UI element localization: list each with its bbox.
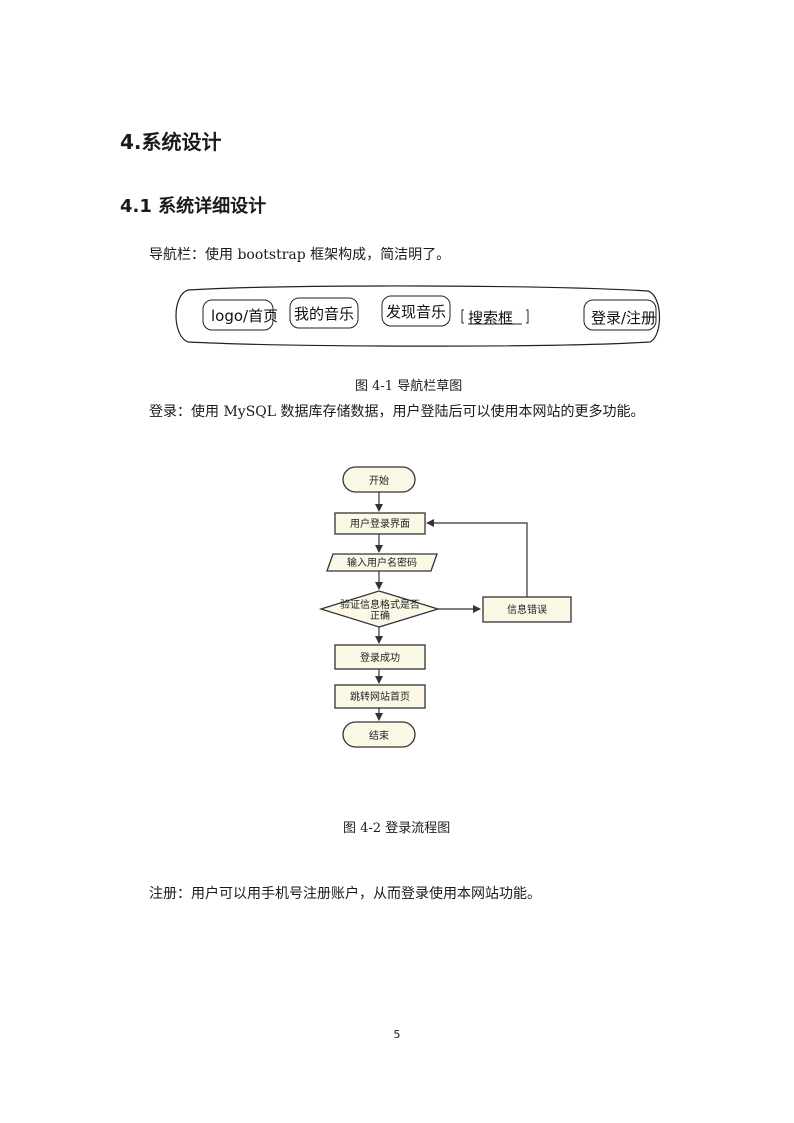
flow-start-label: 开始 <box>369 474 389 487</box>
page-number: 5 <box>393 1028 401 1041</box>
register-description: 注册：用户可以用手机号注册账户，从而登录使用本网站功能。 <box>149 886 541 902</box>
nav-logo-label: logo/首页 <box>211 307 279 325</box>
flow-error-node <box>482 596 572 623</box>
navbar-sketch: logo/首页 我的音乐 发现音乐 搜索框 登录/注册 <box>170 282 666 350</box>
navbar-sketch-outline <box>175 285 661 347</box>
nav-login-label: 登录/注册 <box>591 309 657 327</box>
flow-login-page-label: 用户登录界面 <box>350 517 410 530</box>
flow-input-node <box>326 553 438 572</box>
login-flowchart: 开始 用户登录界面 输入用户名密码 验证信息格式是否 正确 信息错误 登录成功 … <box>318 466 572 748</box>
figure-caption-2: 图 4-2 登录流程图 <box>343 821 451 836</box>
flow-error-label: 信息错误 <box>507 603 547 616</box>
flow-success-label: 登录成功 <box>360 651 400 664</box>
section-heading: 4.系统设计 <box>120 130 222 154</box>
flow-input-label: 输入用户名密码 <box>347 556 417 569</box>
flow-success-node <box>334 644 426 670</box>
flow-verify-label-line1: 验证信息格式是否 <box>340 598 420 611</box>
nav-my-music-label: 我的音乐 <box>294 305 355 323</box>
flow-redirect-node <box>334 684 426 709</box>
nav-description: 导航栏：使用 bootstrap 框架构成，简洁明了。 <box>149 247 451 263</box>
nav-search-label: 搜索框 <box>468 309 514 327</box>
figure-caption: 图 4-1 导航栏草图 <box>355 379 463 394</box>
nav-discover-label: 发现音乐 <box>386 303 447 321</box>
flow-end-node <box>342 721 416 748</box>
subsection-heading: 4.1 系统详细设计 <box>120 196 267 217</box>
flow-redirect-label: 跳转网站首页 <box>350 690 410 703</box>
login-description: 登录：使用 MySQL 数据库存储数据，用户登陆后可以使用本网站的更多功能。 <box>149 404 645 420</box>
flow-login-page-node <box>334 512 426 535</box>
flow-end-label: 结束 <box>369 729 389 742</box>
flow-verify-label-line2: 正确 <box>370 609 390 622</box>
